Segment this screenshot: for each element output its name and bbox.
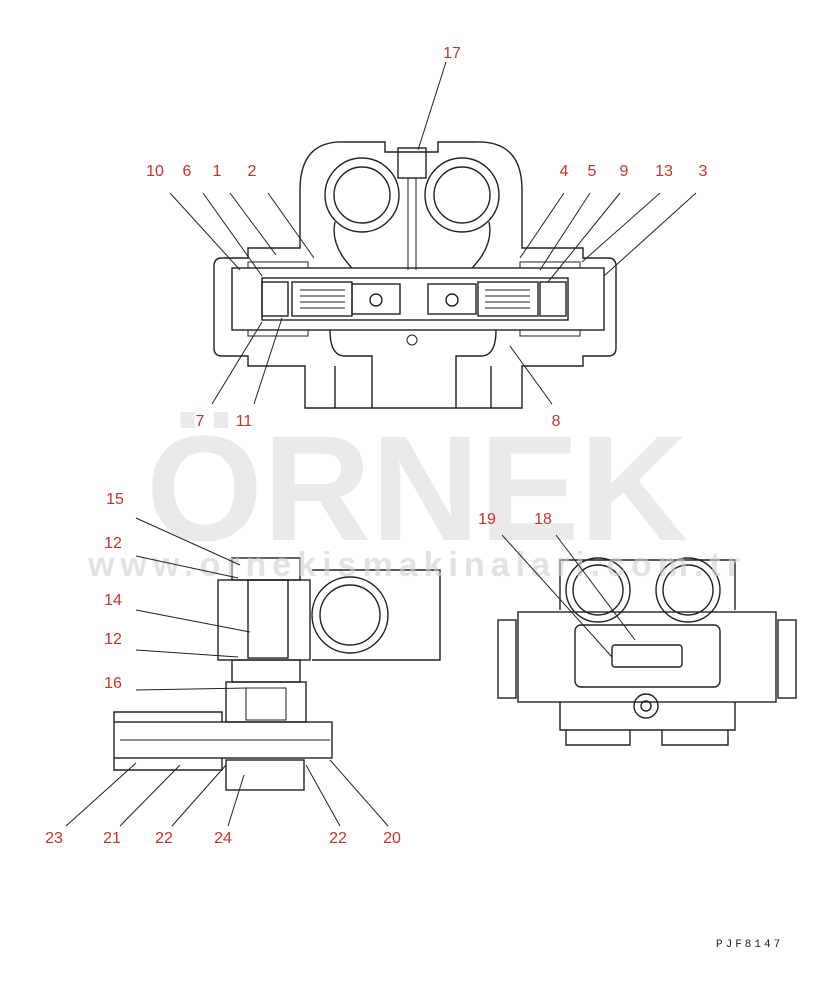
callout-23: 23 <box>45 830 63 847</box>
callout-12-upper: 12 <box>104 535 122 552</box>
callout-13: 13 <box>655 163 673 180</box>
callout-3: 3 <box>699 163 708 180</box>
callout-11: 11 <box>236 413 253 430</box>
watermark-brand: ÖRNEK <box>146 404 688 572</box>
drawing-code: PJF8147 <box>716 939 783 951</box>
top-valve-section <box>213 141 617 409</box>
callout-1: 1 <box>213 163 222 180</box>
callout-22-right: 22 <box>329 830 347 847</box>
callout-15: 15 <box>106 491 124 508</box>
callout-14: 14 <box>104 592 122 609</box>
callout-12-lower: 12 <box>104 631 122 648</box>
callout-18: 18 <box>534 511 552 528</box>
callout-17: 17 <box>443 45 461 62</box>
callout-2: 2 <box>248 163 257 180</box>
watermark: ÖRNEK www.ornekismakinalari.com.tr <box>87 404 746 584</box>
leader-lines <box>65 61 697 827</box>
callout-5: 5 <box>588 163 597 180</box>
callout-16: 16 <box>104 675 122 692</box>
watermark-url: www.ornekismakinalari.com.tr <box>87 546 746 584</box>
callout-10: 10 <box>146 163 164 180</box>
front-view <box>497 557 797 746</box>
side-section-view <box>113 557 441 791</box>
callout-9: 9 <box>620 163 629 180</box>
callout-20: 20 <box>383 830 401 847</box>
callout-numbers: 17 10 6 1 2 4 5 9 13 3 7 11 8 15 12 14 1… <box>45 45 707 847</box>
callout-24: 24 <box>214 830 232 847</box>
callout-22-left: 22 <box>155 830 173 847</box>
callout-21: 21 <box>103 830 121 847</box>
callout-8: 8 <box>552 413 561 430</box>
callout-6: 6 <box>183 163 192 180</box>
callout-7: 7 <box>196 413 205 430</box>
callout-4: 4 <box>560 163 569 180</box>
callout-19: 19 <box>478 511 496 528</box>
